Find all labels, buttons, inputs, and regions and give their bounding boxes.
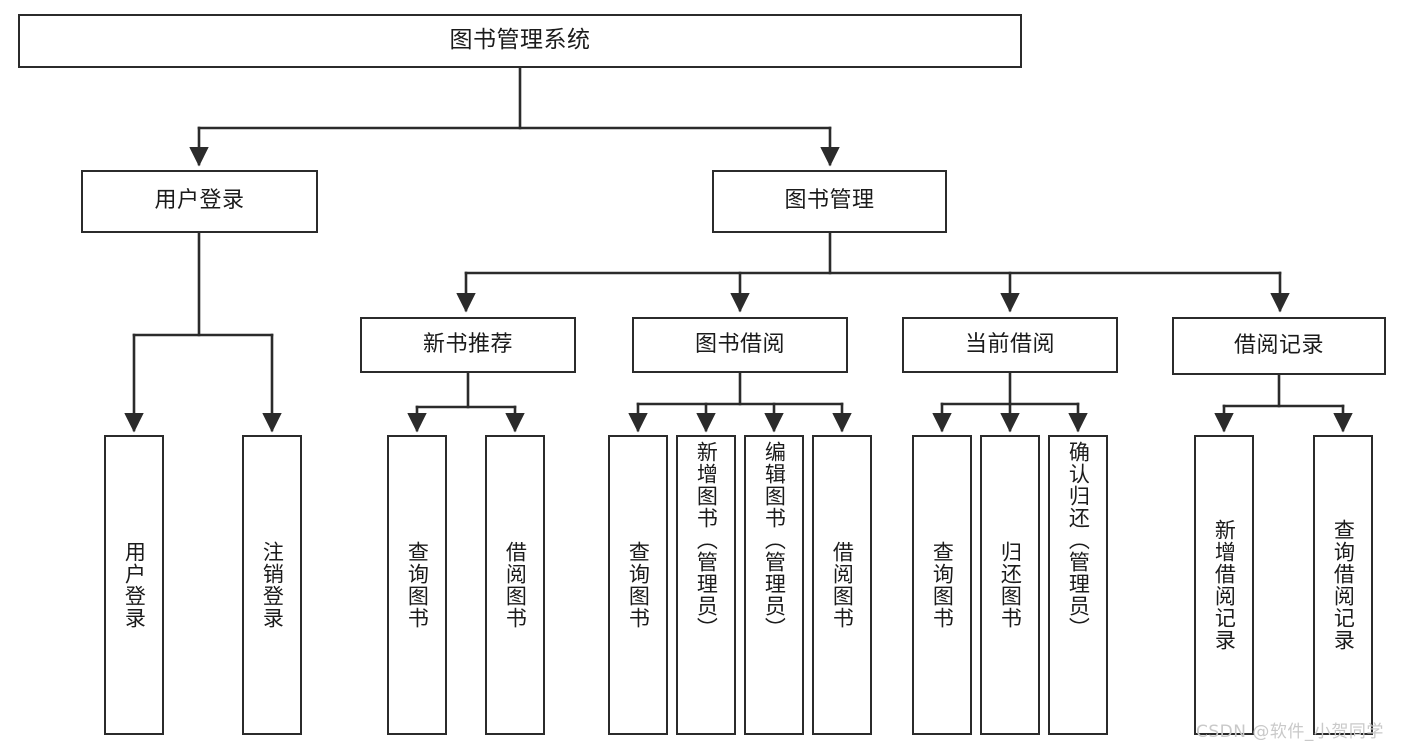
leaf-borrow-book-recommend[interactable]: 借阅图书 <box>485 435 545 735</box>
leaf-add-borrow-record[interactable]: 新增借阅记录 <box>1194 435 1254 735</box>
leaf-edit-book-admin[interactable]: 编辑图书（管理员） <box>744 435 804 735</box>
node-label: 新增借阅记录 <box>1212 519 1237 651</box>
leaf-query-book-recommend[interactable]: 查询图书 <box>387 435 447 735</box>
node-label: 借阅记录 <box>1233 332 1324 358</box>
node-label: 归还图书 <box>998 541 1023 629</box>
node-label: 借阅图书 <box>830 541 855 629</box>
node-new-book-recommend[interactable]: 新书推荐 <box>360 317 576 373</box>
csdn-watermark: CSDN @软件_小贺同学 <box>1196 722 1384 742</box>
leaf-logout[interactable]: 注销登录 <box>242 435 302 735</box>
node-label: 图书管理 <box>784 188 875 214</box>
leaf-query-borrow-record[interactable]: 查询借阅记录 <box>1313 435 1373 735</box>
node-label: 查询图书 <box>626 541 651 629</box>
leaf-user-login[interactable]: 用户登录 <box>104 435 164 735</box>
leaf-return-book[interactable]: 归还图书 <box>980 435 1040 735</box>
node-label: 当前借阅 <box>964 331 1055 357</box>
node-label: 借阅图书 <box>503 541 528 629</box>
node-book-management[interactable]: 图书管理 <box>712 170 947 233</box>
leaf-query-book-borrow[interactable]: 查询图书 <box>608 435 668 735</box>
leaf-borrow-book[interactable]: 借阅图书 <box>812 435 872 735</box>
node-label: 图书管理系统 <box>449 27 591 54</box>
node-label: 新书推荐 <box>422 331 513 357</box>
node-label: 查询图书 <box>405 541 430 629</box>
node-label: 用户登录 <box>154 188 245 214</box>
node-current-borrow[interactable]: 当前借阅 <box>902 317 1118 373</box>
node-label: 图书借阅 <box>694 331 785 357</box>
node-label: 注销登录 <box>260 541 285 629</box>
node-user-login[interactable]: 用户登录 <box>81 170 318 233</box>
node-borrow-record[interactable]: 借阅记录 <box>1172 317 1386 375</box>
leaf-confirm-return-admin[interactable]: 确认归还（管理员） <box>1048 435 1108 735</box>
node-label: 查询借阅记录 <box>1331 519 1356 651</box>
leaf-query-book-current[interactable]: 查询图书 <box>912 435 972 735</box>
node-label: 编辑图书（管理员） <box>762 441 787 639</box>
node-root-system[interactable]: 图书管理系统 <box>18 14 1022 68</box>
node-book-borrow[interactable]: 图书借阅 <box>632 317 848 373</box>
node-label: 查询图书 <box>930 541 955 629</box>
leaf-add-book-admin[interactable]: 新增图书（管理员） <box>676 435 736 735</box>
node-label: 新增图书（管理员） <box>694 441 719 639</box>
node-label: 用户登录 <box>122 541 147 629</box>
node-label: 确认归还（管理员） <box>1066 441 1091 639</box>
